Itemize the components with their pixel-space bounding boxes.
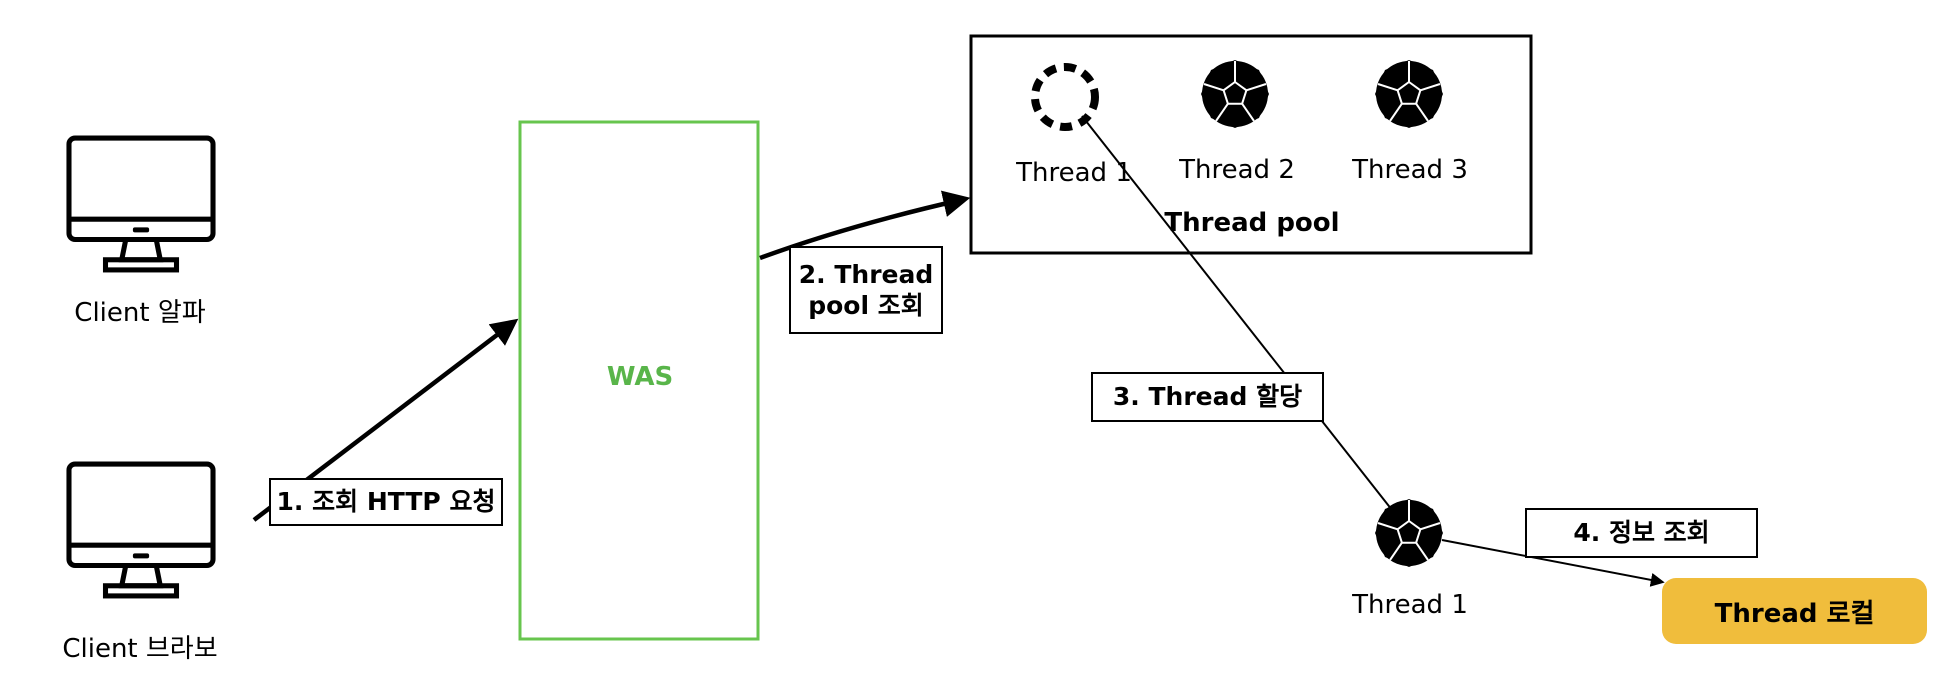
thread-local-box: Thread 로컬 (1662, 578, 1927, 644)
thread-1-dashed-icon (1031, 63, 1099, 131)
line-thread-assign (1081, 115, 1393, 511)
thread-local-label: Thread 로컬 (1714, 598, 1875, 629)
step-4-label: 4. 정보 조회 (1525, 508, 1758, 558)
thread-1-label: Thread 1 (1016, 158, 1132, 188)
thread-2-label: Thread 2 (1179, 155, 1295, 185)
assigned-thread-label: Thread 1 (1352, 590, 1468, 620)
thread-pool-box (969, 34, 1533, 255)
client-bravo-label: Client 브라보 (62, 634, 218, 664)
step-2-label: 2. Thread pool 조회 (789, 246, 943, 334)
step-3-label: 3. Thread 할당 (1091, 372, 1324, 422)
desktop-monitor-icon (69, 464, 213, 596)
thread-3-icon (1374, 59, 1444, 129)
assigned-thread-1-icon (1374, 498, 1444, 568)
arrow-info-lookup (1441, 539, 1665, 587)
was-label: WAS (606, 362, 674, 392)
step-1-label: 1. 조회 HTTP 요청 (269, 478, 503, 526)
thread-2-icon (1200, 59, 1270, 129)
thread-3-label: Thread 3 (1352, 155, 1468, 185)
was-box (518, 120, 760, 641)
thread-pool-title: Thread pool (1164, 208, 1340, 238)
desktop-monitor-icon (69, 138, 213, 270)
client-alpha-label: Client 알파 (74, 298, 206, 328)
arrow-pool-lookup (759, 190, 971, 261)
